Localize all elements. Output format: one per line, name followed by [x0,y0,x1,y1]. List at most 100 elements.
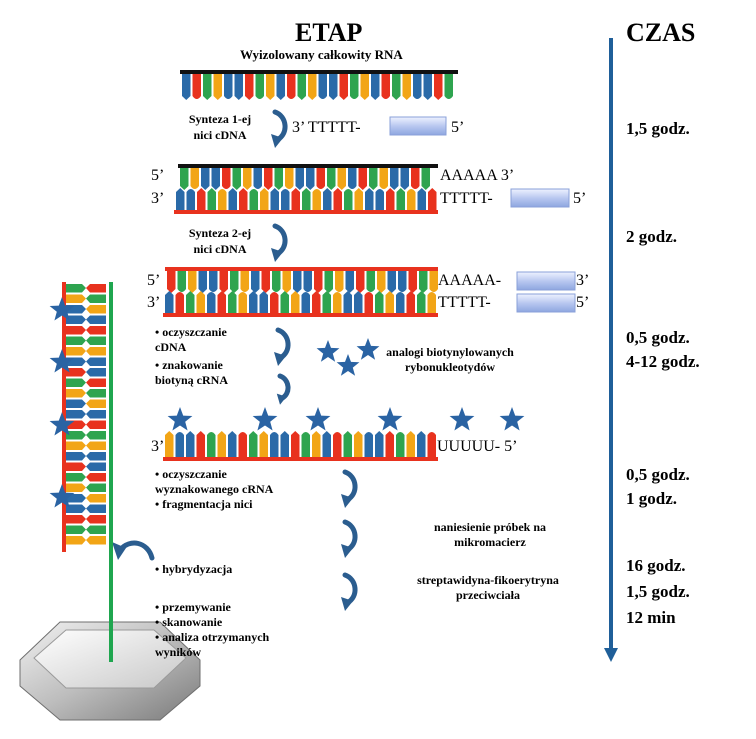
nucleotide [375,431,384,457]
nucleotide [324,271,333,293]
biotin-star [49,349,75,373]
array-nucleotide [66,431,86,440]
step-4-line-3: • fragmentacja nici [155,497,253,511]
microarray-slide [19,621,201,721]
nucleotide [356,271,365,293]
array-nucleotide [86,357,106,366]
array-nucleotide [66,315,86,324]
biotin-star [49,484,75,508]
step-5-line-3: • analiza otrzymanych [155,630,270,644]
nucleotide [427,432,436,457]
nucleotide [297,74,306,100]
nucleotide [333,188,342,210]
array-nucleotide [66,525,86,534]
nucleotide [354,291,363,313]
nucleotide [201,168,210,190]
biotin-star [316,340,340,362]
nucleotide [239,188,248,210]
seq3-bottom-end: 5’ [576,294,590,311]
array-nucleotide [86,462,106,471]
nucleotide [396,188,405,210]
nucleotide [348,168,357,189]
nucleotide [249,291,258,313]
array-nucleotide [86,525,106,534]
nucleotide [306,168,315,190]
nucleotide [392,74,401,100]
nucleotide [366,271,375,292]
apply-note-line-1: naniesienie próbek na [433,520,547,534]
array-nucleotide [86,483,106,492]
nucleotide [364,432,373,457]
nucleotide [343,291,352,313]
seq1-left: 3’ TTTTT- [292,119,361,136]
probe-box [389,116,447,136]
nucleotide [245,74,254,100]
process-arrowhead [341,597,353,611]
nucleotide [238,292,247,313]
nucleotide [419,271,428,293]
nucleotide [354,188,363,210]
nucleotide [396,432,405,457]
nucleotide [379,168,388,189]
time-5: 0,5 godz. [626,465,690,484]
time-9: 12 min [626,608,676,627]
nucleotide [406,431,415,457]
time-7: 16 godz. [626,556,686,575]
nucleotide [291,291,300,313]
seq2-top-left: 5’ [151,167,165,184]
nucleotide [335,271,344,292]
nucleotide [219,271,228,293]
nucleotide [192,74,201,99]
dna-strands [62,70,576,552]
seq2-bottom-end: 5’ [573,190,587,207]
array-nucleotide [86,515,106,524]
process-arrow [275,327,291,361]
time-6: 1 godz. [626,489,677,508]
nucleotide [238,432,247,457]
array-nucleotide [66,410,86,419]
biotin-star [356,338,380,360]
nucleotide [217,291,226,313]
nucleotide [175,292,184,313]
array-nucleotide [66,326,86,335]
array-nucleotide [66,389,86,398]
step-1-label: Synteza 1-ej nici cDNA [170,111,270,143]
array-nucleotide [86,452,106,461]
nucleotide [345,271,354,293]
strept-note: streptawidyna-fikoerytryna przeciwciała [373,573,603,603]
biotin-star [49,297,75,321]
nucleotide [224,74,233,99]
nucleotide [261,271,270,293]
array-nucleotide [66,336,86,345]
nucleotide [266,74,275,100]
process-arrow [342,469,358,503]
nucleotide [400,168,409,190]
nucleotide [339,74,348,100]
nucleotide [417,188,426,210]
biotin-star [499,407,525,431]
nucleotide [350,74,359,99]
step-5-line-2: • skanowanie [155,615,223,629]
nucleotide [175,432,184,457]
nucleotide [259,431,268,457]
nucleotide [240,271,249,292]
seq2-bottom-right: TTTTT- [440,190,493,207]
nucleotide [285,168,294,189]
nucleotide [323,188,332,210]
array-nucleotide [66,368,86,377]
array-nucleotide [66,483,86,492]
nucleotide [291,431,300,457]
biotin-star [377,407,403,431]
hybridization-label: • hybrydyzacja [155,562,233,576]
step-4-line-1: • oczyszczanie [155,467,227,481]
nucleotide [272,271,281,292]
biotin-star [305,407,331,431]
nucleotide [407,189,416,210]
nucleotide [249,189,258,210]
seq1-end: 5’ [451,119,465,136]
nucleotide [211,168,220,190]
time-axis-arrowhead [604,648,618,662]
hyb-arrow [117,540,155,561]
